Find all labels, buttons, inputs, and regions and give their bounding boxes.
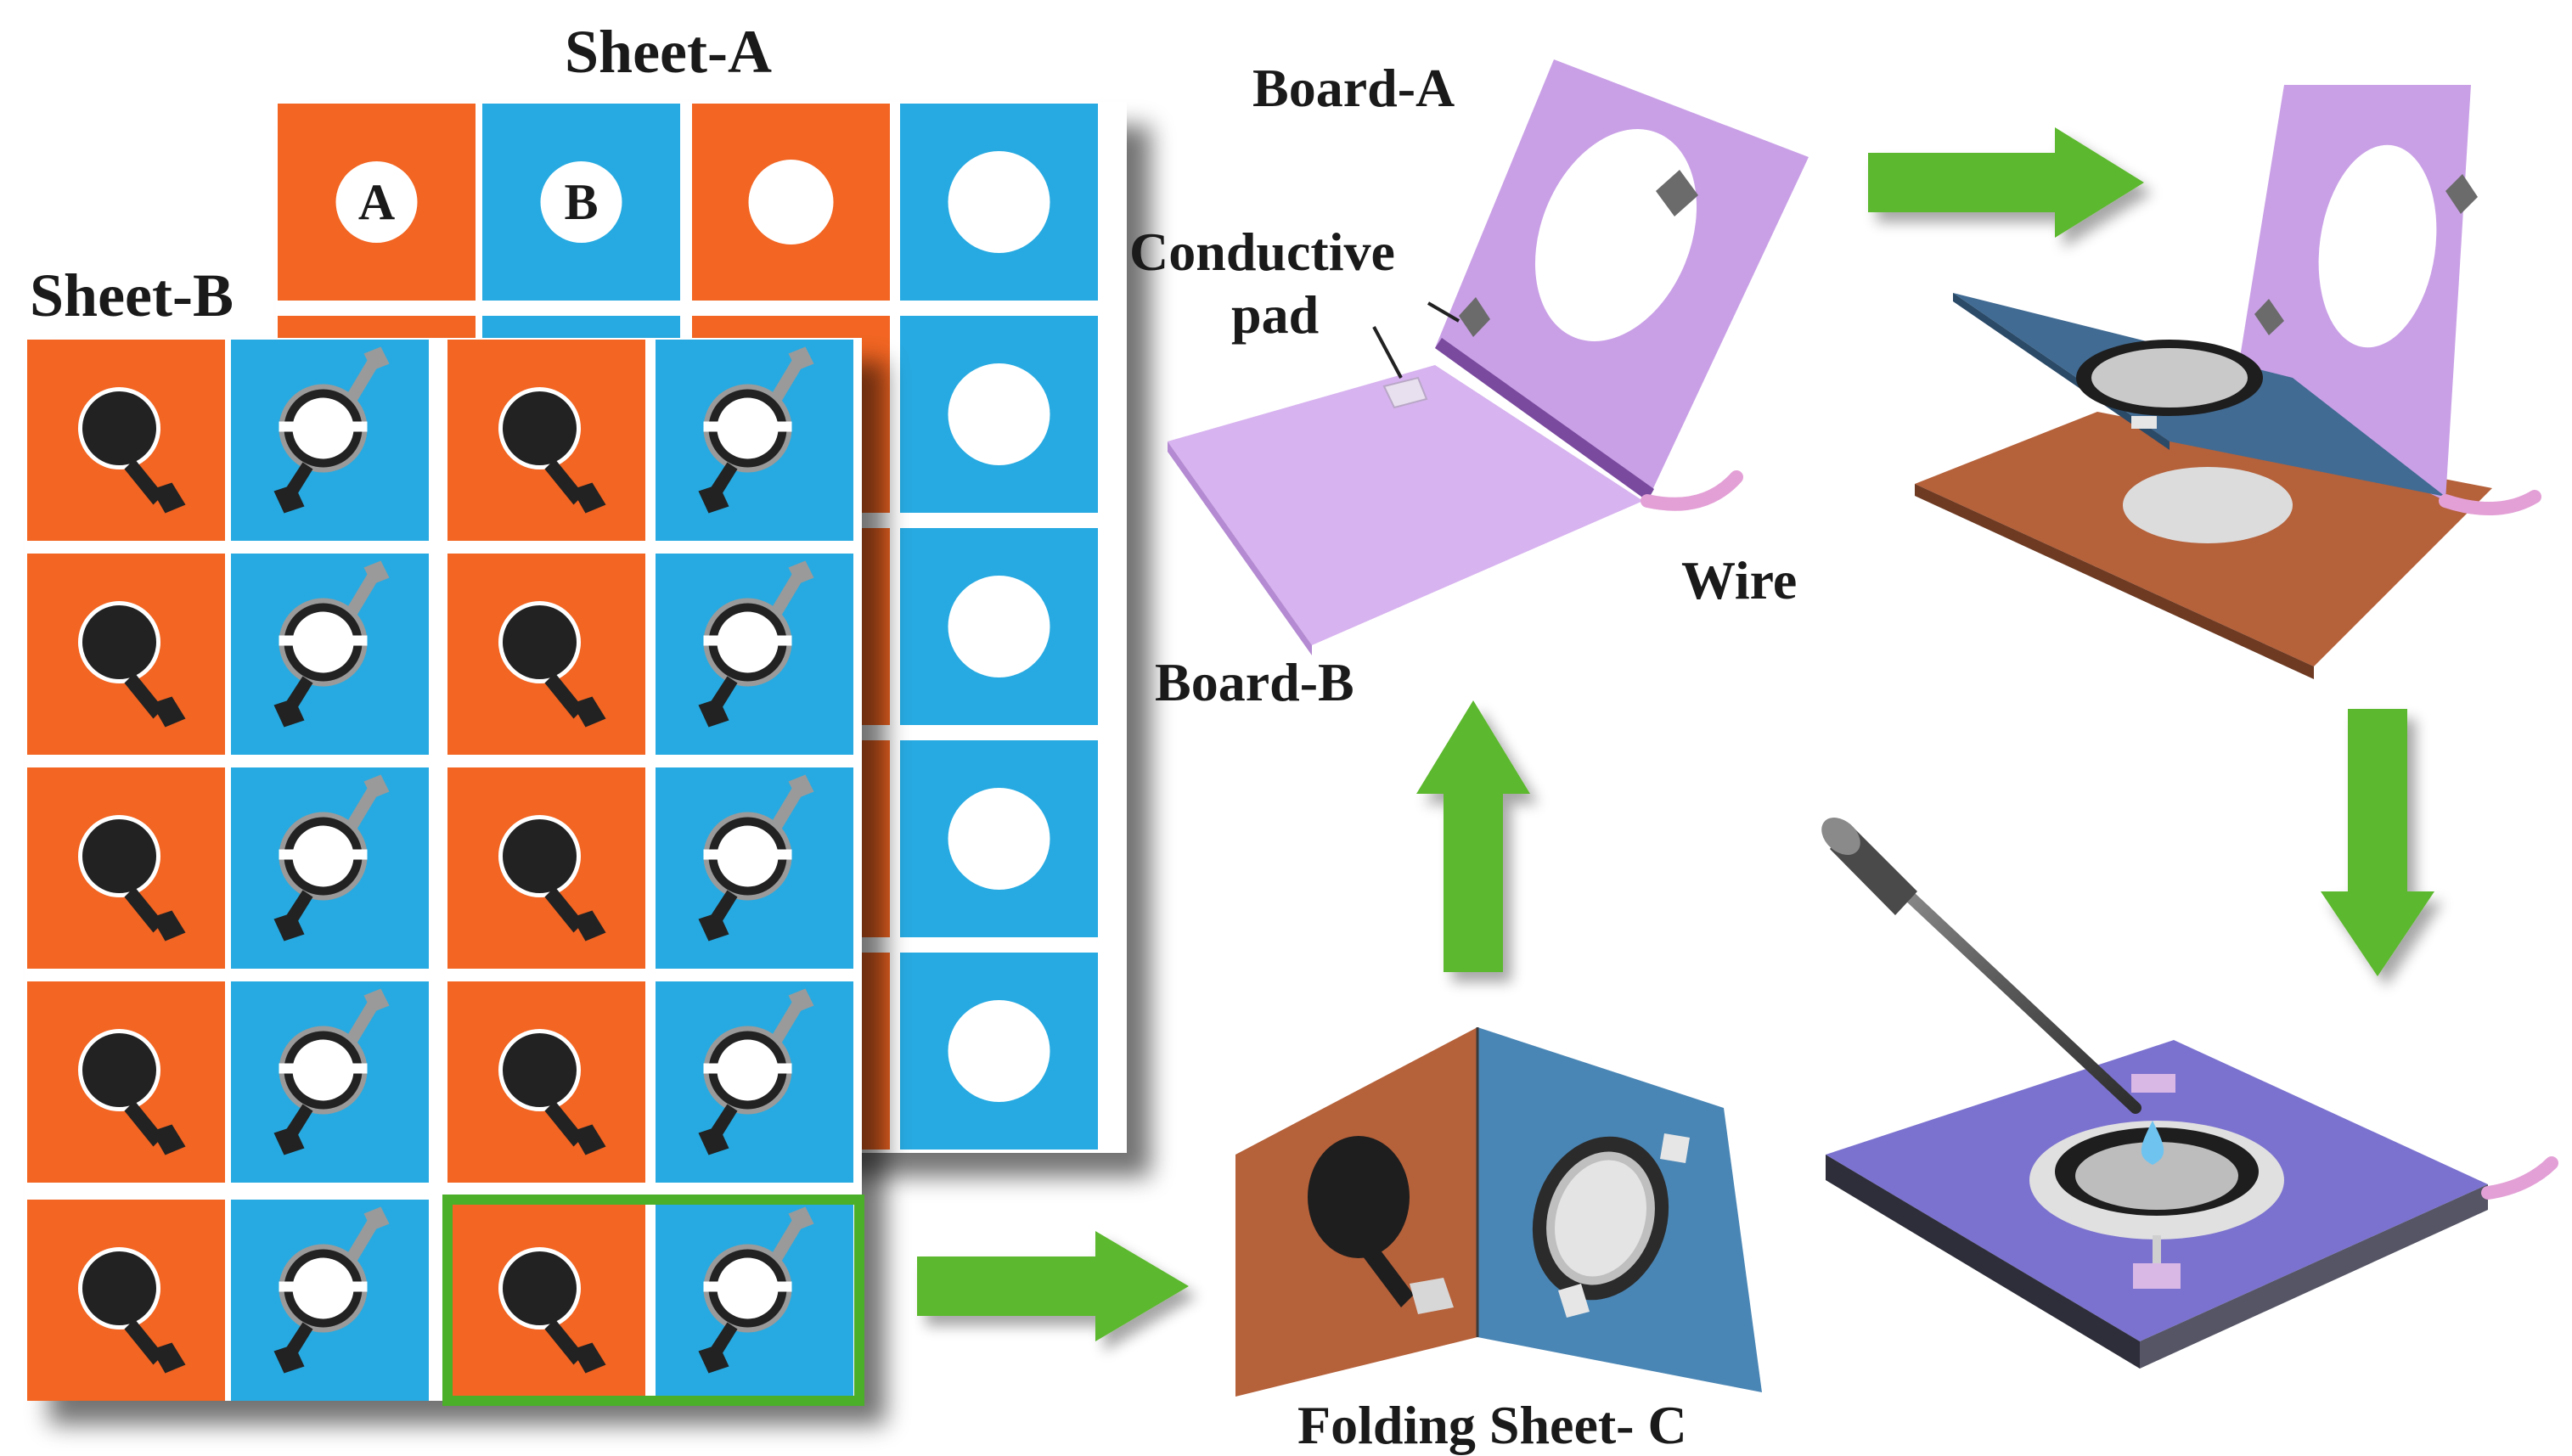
conductive-pad [1656,170,1698,216]
conductive-pad [2133,1263,2181,1289]
cell-label-a: A [358,174,395,230]
ring-electrode-icon [698,560,814,728]
working-electrode-icon [498,1247,606,1374]
closing-assembly [1915,85,2541,679]
ring-electrode-icon [273,1206,390,1374]
sheet-a-label: Sheet-A [565,18,772,86]
ring-electrode-icon [273,988,390,1155]
working-electrode-icon [78,1029,186,1155]
ring-electrode-icon [1532,1133,1690,1318]
ring-electrode-icon [698,1206,814,1374]
board-hole [1534,129,1697,341]
working-electrode-icon [78,601,186,728]
sheet-b-cell [27,554,225,755]
ring-electrode-icon [273,774,390,942]
arrow-right-icon [917,1231,1189,1341]
drop-icon [2141,1121,2164,1165]
board-b-label: Board-B [1155,652,1354,712]
sheet-b-cell [656,767,853,969]
wire [2481,1156,2558,1200]
pipette-icon [1821,818,2141,1114]
conductive-pad [1382,376,1428,409]
working-electrode-icon [78,387,186,514]
sheet-b-cell [27,767,225,969]
conductive-pad-label-1: Conductive [1129,222,1395,282]
sheet-b-cell [27,340,225,541]
sheet-b-label: Sheet-B [30,261,234,329]
sheet-a-cell: A [278,104,476,301]
board-assembly [1168,59,1809,655]
arrow-up-icon [1416,700,1530,972]
ring-electrode-icon [698,988,814,1155]
sheet-b-cell [656,981,853,1183]
sheet-b-cells [27,340,853,1401]
ring-electrode-icon [273,346,390,514]
wire [1641,470,1743,511]
folding-sheet-c [1235,1027,1762,1397]
sheet-b-cell [447,554,645,755]
ring-electrode-icon [698,774,814,942]
sheet-b-cell [27,1200,225,1401]
working-electrode-icon [498,387,606,514]
sheet-b-cell [447,981,645,1183]
sheet-a-cell [900,104,1098,301]
wire [2439,490,2541,515]
sheet-b-cell [447,767,645,969]
sheet-b-cell [656,554,853,755]
ring-electrode-icon [273,560,390,728]
board-b [1168,365,1643,645]
sheet-b-cell [231,981,429,1183]
sheet-a-cell [900,316,1098,513]
sheet-b-cell [231,340,429,541]
working-electrode-icon [78,815,186,942]
conductive-pad [1459,297,1490,337]
conductive-pad-label-2: pad [1231,284,1319,345]
sheet-a-cell: B [482,104,680,301]
highlight-box [442,1195,864,1406]
sheet-b-cell [656,340,853,541]
sheet-b-cell [656,1200,853,1401]
working-electrode-icon [498,1029,606,1155]
sheet-b-cell [27,981,225,1183]
sheet-b-cell [447,340,645,541]
cell-label-b: B [564,174,598,230]
sheet-b-cell [231,767,429,969]
working-electrode-icon [498,601,606,728]
working-electrode-icon [78,1247,186,1374]
ring-electrode-icon [698,346,814,514]
working-electrode-icon [1308,1136,1454,1314]
final-device [1821,818,2558,1369]
arrow-right-icon [1868,127,2144,238]
sheet-b-cell [447,1200,645,1401]
sheet-a-cell [900,528,1098,725]
board-a-label: Board-A [1252,58,1455,118]
wire-label: Wire [1681,550,1797,610]
sheet-a-cell [692,104,890,301]
sheet-a-cell [900,953,1098,1150]
folding-sheet-c-label: Folding Sheet- C [1297,1395,1687,1455]
sheet-a-cell [900,740,1098,937]
conductive-pad [2131,1074,2175,1093]
arrow-down-icon [2321,709,2434,976]
working-electrode-icon [498,815,606,942]
sheet-b-cell [231,1200,429,1401]
sheet-b-cell [231,554,429,755]
